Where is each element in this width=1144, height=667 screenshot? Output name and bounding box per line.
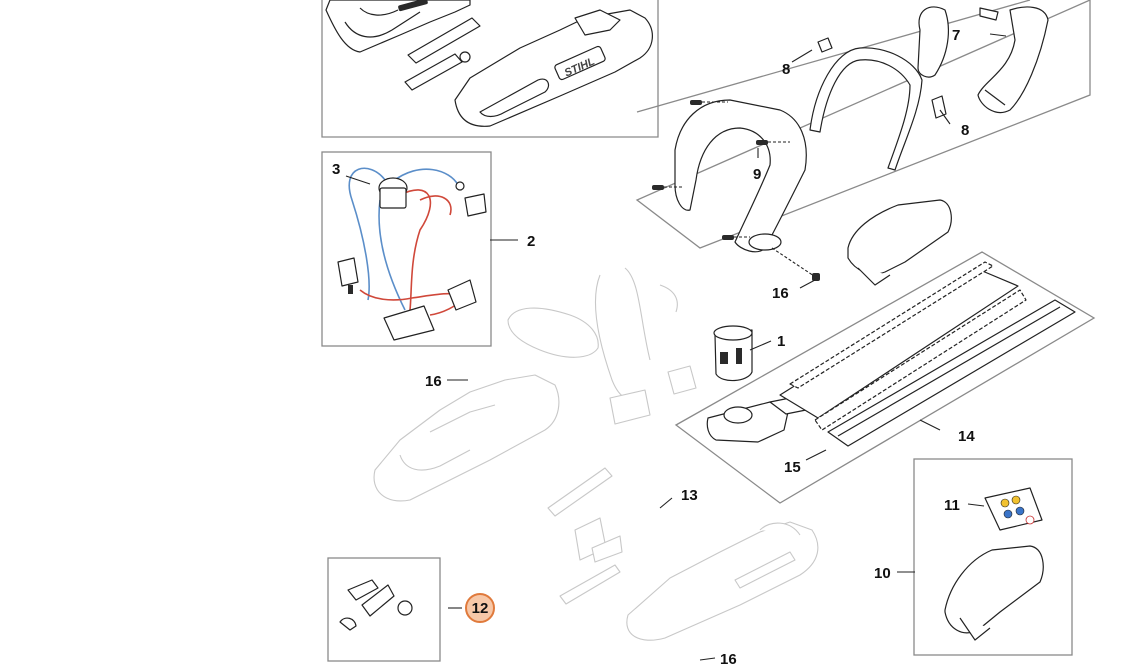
switch-cover-part bbox=[407, 17, 481, 64]
callout-11[interactable]: 11 bbox=[944, 497, 960, 514]
callout-12-circle bbox=[465, 593, 495, 623]
callout-16-handle[interactable]: 16 bbox=[772, 285, 789, 302]
callout-16-bottom[interactable]: 16 bbox=[720, 651, 737, 667]
callout-3[interactable]: 3 bbox=[332, 161, 340, 178]
panel-housing-top bbox=[321, 0, 659, 138]
housing-half-top bbox=[325, 0, 471, 53]
wiring-harness bbox=[337, 167, 487, 341]
gearbox-part bbox=[706, 395, 807, 443]
callout-12-highlight[interactable]: 12 bbox=[465, 593, 495, 623]
rear-handle-piece-right bbox=[977, 6, 1049, 114]
panel-trigger-kit bbox=[327, 557, 441, 662]
callout-labels: 3 2 1 7 8 8 9 16 16 14 15 13 11 10 16 bbox=[332, 27, 975, 667]
motor-part bbox=[713, 325, 753, 382]
leader-lines bbox=[345, 33, 1007, 661]
callout-12: 12 bbox=[472, 600, 489, 617]
ghost-wiring bbox=[595, 267, 697, 425]
cutter-blade-set bbox=[779, 261, 1027, 431]
callout-2[interactable]: 2 bbox=[527, 233, 535, 250]
callout-8-upper[interactable]: 8 bbox=[782, 61, 790, 78]
panel-wiring-harness bbox=[321, 151, 492, 347]
housing-half-stihl: STIHL bbox=[454, 9, 653, 127]
clip-small-parts bbox=[817, 7, 999, 119]
blade-guard bbox=[827, 299, 1076, 447]
callout-15[interactable]: 15 bbox=[784, 459, 801, 476]
callout-10[interactable]: 10 bbox=[874, 565, 891, 582]
front-handle-loop bbox=[674, 99, 807, 253]
callout-1[interactable]: 1 bbox=[777, 333, 785, 350]
ghost-switch-parts bbox=[547, 467, 623, 605]
callout-9[interactable]: 9 bbox=[753, 166, 761, 183]
hand-guard-part bbox=[944, 545, 1044, 641]
ghost-housing-left bbox=[373, 374, 560, 502]
decal-sticker bbox=[984, 487, 1043, 531]
rear-handle-piece-left bbox=[917, 6, 950, 78]
ghost-motor-cover bbox=[507, 307, 599, 358]
ghost-housing-right bbox=[626, 521, 819, 641]
callout-13[interactable]: 13 bbox=[681, 487, 698, 504]
callout-7[interactable]: 7 bbox=[952, 27, 960, 44]
blade-protector bbox=[847, 199, 952, 286]
trigger-kit-parts bbox=[339, 579, 413, 631]
panel-blade-assembly bbox=[674, 251, 1096, 504]
screw-set-handle bbox=[652, 100, 820, 281]
front-handle-bow bbox=[809, 47, 923, 171]
callout-14[interactable]: 14 bbox=[958, 428, 975, 445]
callout-8-lower[interactable]: 8 bbox=[961, 122, 969, 139]
callout-16-housing[interactable]: 16 bbox=[425, 373, 442, 390]
trigger-lever-part bbox=[404, 51, 471, 91]
panel-hand-guard bbox=[913, 458, 1073, 656]
